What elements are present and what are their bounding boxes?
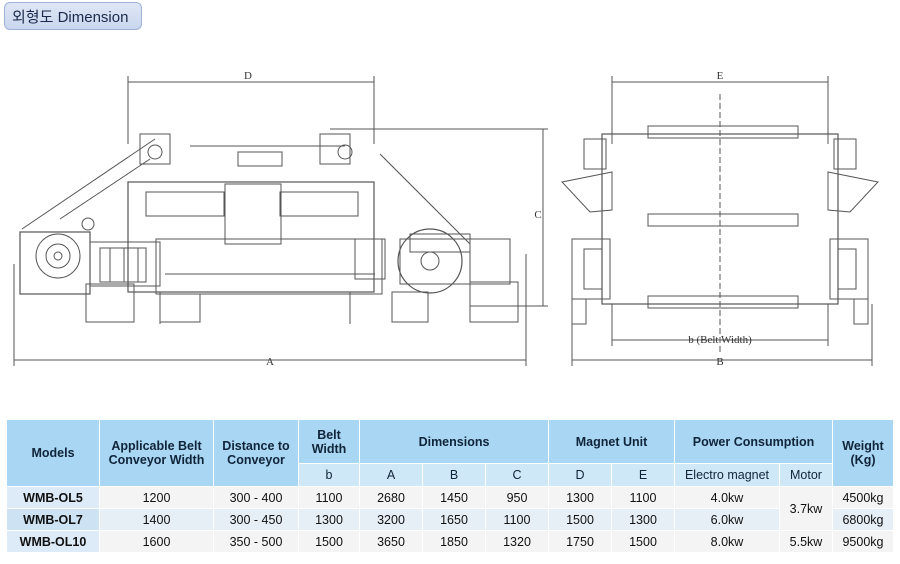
table-row: WMB-OL10 1600 350 - 500 1500 3650 1850 1… — [6, 530, 894, 553]
cell-E: 1100 — [611, 486, 675, 509]
cell-C: 1320 — [485, 530, 549, 553]
dim-label-A: A — [266, 356, 274, 368]
header-power: Power Consumption — [674, 419, 833, 464]
subheader-electro: Electro magnet — [674, 463, 780, 487]
dimension-drawing: D A C E B b (Belt Width) — [13, 70, 879, 368]
header-belt-width: Belt Width — [298, 419, 360, 464]
cell-b: 1300 — [298, 508, 360, 531]
subheader-E: E — [611, 463, 675, 487]
header-magnet-unit: Magnet Unit — [548, 419, 675, 464]
cell-belt-width: 1200 — [99, 486, 214, 509]
cell-B: 1450 — [422, 486, 486, 509]
cell-electro: 4.0kw — [674, 486, 780, 509]
cell-model: WMB-OL10 — [6, 530, 100, 553]
cell-C: 950 — [485, 486, 549, 509]
subheader-D: D — [548, 463, 612, 487]
cell-A: 3200 — [359, 508, 423, 531]
cell-D: 1750 — [548, 530, 612, 553]
subheader-C: C — [485, 463, 549, 487]
cell-distance: 350 - 500 — [213, 530, 299, 553]
dim-label-belt-width: b (Belt Width) — [688, 334, 752, 346]
cell-B: 1850 — [422, 530, 486, 553]
cell-b: 1500 — [298, 530, 360, 553]
cell-weight: 6800kg — [832, 508, 894, 531]
table-row: WMB-OL7 1400 300 - 450 1300 3200 1650 11… — [6, 508, 894, 531]
cell-belt-width: 1600 — [99, 530, 214, 553]
cell-A: 2680 — [359, 486, 423, 509]
cell-belt-width: 1400 — [99, 508, 214, 531]
cell-weight: 9500kg — [832, 530, 894, 553]
dim-label-D: D — [244, 70, 252, 82]
header-distance: Distance to Conveyor — [213, 419, 299, 487]
cell-model: WMB-OL7 — [6, 508, 100, 531]
cell-C: 1100 — [485, 508, 549, 531]
cell-E: 1500 — [611, 530, 675, 553]
dim-label-B: B — [716, 356, 723, 368]
subheader-b: b — [298, 463, 360, 487]
cell-D: 1500 — [548, 508, 612, 531]
cell-electro: 8.0kw — [674, 530, 780, 553]
cell-D: 1300 — [548, 486, 612, 509]
cell-motor: 5.5kw — [779, 530, 833, 553]
cell-weight: 4500kg — [832, 486, 894, 509]
cell-b: 1100 — [298, 486, 360, 509]
header-models: Models — [6, 419, 100, 487]
title-tab: 외형도 Dimension — [4, 2, 142, 30]
subheader-A: A — [359, 463, 423, 487]
cell-model: WMB-OL5 — [6, 486, 100, 509]
cell-motor-merged: 3.7kw — [779, 486, 833, 531]
page-title: 외형도 Dimension — [12, 8, 129, 26]
cell-B: 1650 — [422, 508, 486, 531]
table-row: WMB-OL5 1200 300 - 400 1100 2680 1450 95… — [6, 486, 894, 531]
cell-A: 3650 — [359, 530, 423, 553]
cell-distance: 300 - 450 — [213, 508, 299, 531]
header-weight: Weight (Kg) — [832, 419, 894, 487]
dim-label-C: C — [534, 209, 541, 221]
cell-E: 1300 — [611, 508, 675, 531]
header-dimensions: Dimensions — [359, 419, 549, 464]
header-belt-conveyor-width: Applicable Belt Conveyor Width — [99, 419, 214, 487]
subheader-motor: Motor — [779, 463, 833, 487]
cell-electro: 6.0kw — [674, 508, 780, 531]
dim-label-E: E — [717, 70, 724, 82]
subheader-B: B — [422, 463, 486, 487]
spec-table: Models Applicable Belt Conveyor Width Di… — [6, 419, 894, 553]
cell-distance: 300 - 400 — [213, 486, 299, 509]
